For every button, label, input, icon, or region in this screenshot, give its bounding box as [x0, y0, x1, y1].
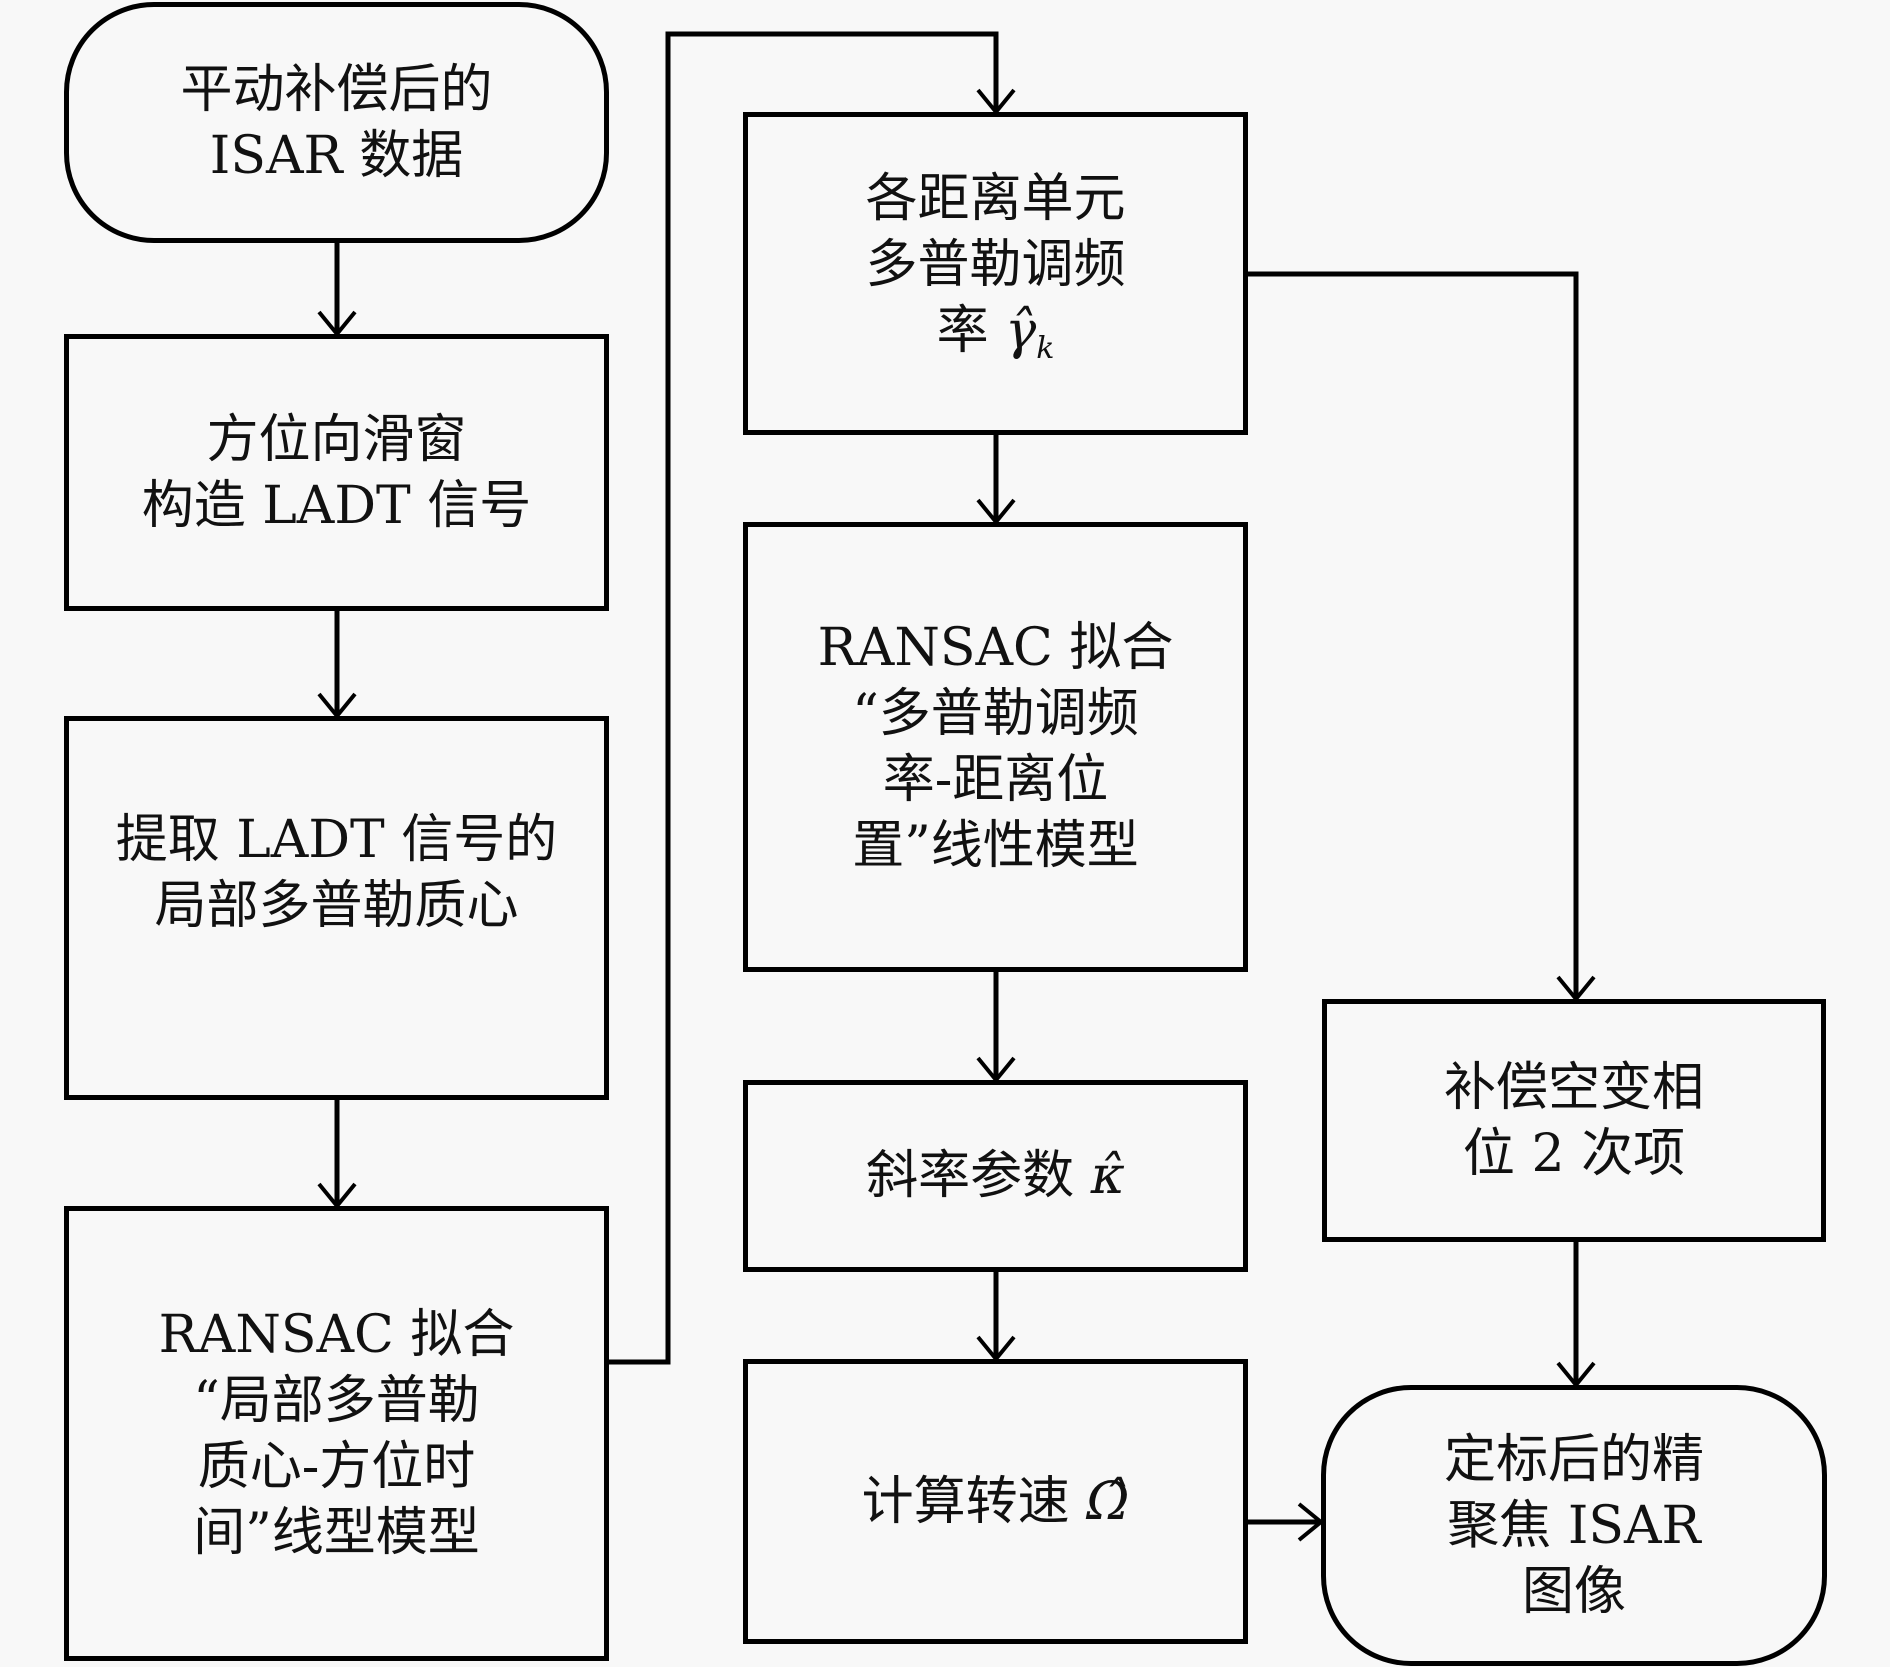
node-rotation-speed: 计算转速 Ω̂	[743, 1359, 1248, 1644]
gamma-hat-symbol: γ̂	[1005, 300, 1037, 361]
node-doppler-rate: 各距离单元 多普勒调频 率 γ̂k	[743, 112, 1248, 435]
node-text-line: 补偿空变相	[1443, 1057, 1704, 1118]
node-text-line: RANSAC 拟合	[817, 618, 1174, 678]
edge-rotation-speed-to-end	[1248, 1502, 1325, 1542]
node-text-line: 率-距离位	[882, 750, 1109, 810]
node-text-prefix: 计算转速	[861, 1471, 1087, 1532]
edge-compensate-to-end	[1556, 1242, 1596, 1389]
node-start-terminal: 平动补偿后的 ISAR 数据	[64, 2, 609, 243]
node-text-line: 图像	[1521, 1561, 1626, 1622]
node-text-line: “多普勒调频	[852, 684, 1139, 744]
node-text-line: 提取 LADT 信号的	[115, 810, 558, 870]
node-text-line: ISAR 数据	[209, 125, 464, 186]
omega-hat-symbol: Ω̂	[1086, 1471, 1130, 1532]
node-text-prefix: 率	[936, 300, 1006, 361]
edge-doppler-rate-to-ransac-rate	[976, 435, 1016, 526]
node-extract-centroid: 提取 LADT 信号的 局部多普勒质心	[64, 716, 609, 1100]
edge-extract-centroid-to-ransac-centroid	[317, 1100, 357, 1210]
edge-slope-to-rotation-speed	[976, 1272, 1016, 1363]
node-text-line: 位 2 次项	[1462, 1123, 1686, 1184]
node-text-line: 间”线型模型	[193, 1502, 480, 1563]
edge-doppler-rate-to-compensate	[1248, 271, 1596, 1003]
node-text-line: 构造 LADT 信号	[141, 475, 532, 536]
node-math-line: 斜率参数 κ̂	[866, 1143, 1125, 1209]
node-end-terminal: 定标后的精 聚焦 ISAR 图像	[1321, 1385, 1827, 1666]
node-text-line: 定标后的精	[1443, 1429, 1704, 1490]
node-text-line: RANSAC 拟合	[158, 1304, 515, 1365]
kappa-hat-symbol: κ̂	[1090, 1146, 1125, 1206]
node-text-line: 置”线性模型	[852, 816, 1139, 876]
edge-ransac-rate-to-slope	[976, 972, 1016, 1084]
node-text-prefix: 斜率参数	[866, 1146, 1091, 1206]
node-text-line: 质心-方位时	[197, 1436, 476, 1497]
node-ransac-centroid: RANSAC 拟合 “局部多普勒 质心-方位时 间”线型模型	[64, 1206, 609, 1661]
node-slope: 斜率参数 κ̂	[743, 1080, 1248, 1272]
node-compensate: 补偿空变相 位 2 次项	[1322, 999, 1826, 1242]
edge-start-to-sliding-window	[317, 243, 357, 338]
edge-sliding-window-to-extract-centroid	[317, 611, 357, 720]
node-text-line: “局部多普勒	[193, 1370, 480, 1431]
node-text-line: 局部多普勒质心	[154, 876, 519, 936]
node-text-line: 各距离单元	[865, 168, 1126, 229]
node-ransac-rate: RANSAC 拟合 “多普勒调频 率-距离位 置”线性模型	[743, 522, 1248, 972]
node-text-line: 平动补偿后的	[180, 59, 493, 120]
node-math-line: 计算转速 Ω̂	[862, 1469, 1130, 1535]
node-text-line: 方位向滑窗	[206, 409, 467, 470]
connector-line	[609, 31, 999, 1365]
node-text-line: 聚焦 ISAR	[1447, 1495, 1701, 1556]
node-math-line: 率 γ̂k	[937, 298, 1055, 382]
node-text-line: 多普勒调频	[865, 234, 1126, 295]
node-sliding-window: 方位向滑窗 构造 LADT 信号	[64, 334, 609, 611]
connector-line	[1248, 271, 1579, 999]
subscript-k: k	[1036, 330, 1055, 366]
